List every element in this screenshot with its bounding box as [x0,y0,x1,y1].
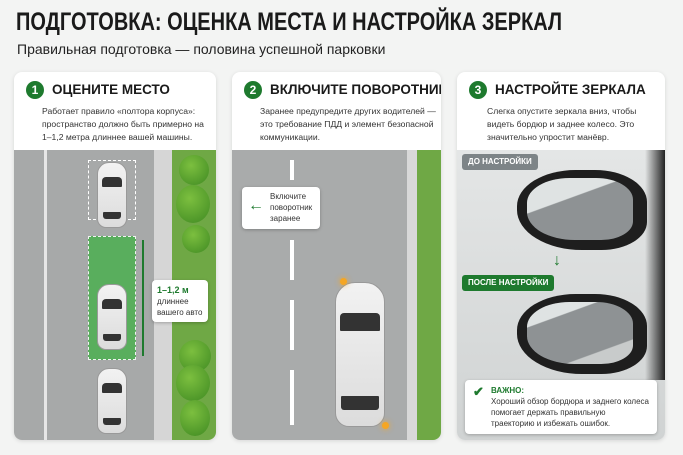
arrow-left-icon: ← [248,197,264,214]
step-title: ОЦЕНИТЕ МЕСТО [52,82,170,97]
turn-signal-callout: ← Включите поворотник заранее [242,187,320,229]
length-value: 1–1,2 м [157,285,189,295]
mirror-after [517,294,647,374]
note-title: ВАЖНО: [491,386,525,395]
length-callout: 1–1,2 м длиннее вашего авто [152,280,208,322]
arrow-down-icon: ↓ [553,252,561,269]
step-card-adjust-mirrors: 3 НАСТРОЙТЕ ЗЕРКАЛА Слегка опустите зерк… [457,72,665,440]
step-title: НАСТРОЙТЕ ЗЕРКАЛА [495,82,646,97]
step-number: 1 [26,81,44,99]
before-label: ДО НАСТРОЙКИ [462,154,538,170]
step-number: 3 [469,81,487,99]
checkmark-icon: ✔ [473,384,484,399]
step-description: Заранее предупредите других водителей — … [260,106,436,142]
step-description: Работает правило «полтора корпуса»: прос… [42,106,204,142]
turn-signal-light-icon [340,278,347,285]
step-card-assess-space: 1 ОЦЕНИТЕ МЕСТО Работает правило «полтор… [14,72,216,440]
step-card-turn-signal: 2 ВКЛЮЧИТЕ ПОВОРОТНИК Заранее предупреди… [232,72,441,440]
step-description: Слегка опустите зеркала вниз, чтобы виде… [487,106,637,142]
step-title: ВКЛЮЧИТЕ ПОВОРОТНИК [270,82,441,97]
after-label: ПОСЛЕ НАСТРОЙКИ [462,275,555,291]
own-car [97,284,127,350]
signaling-car [335,282,385,427]
length-arrow-icon [142,240,144,356]
parked-car-rear [97,368,127,434]
callout-text: Включите поворотник заранее [270,192,313,223]
page-subtitle: Правильная подготовка — половина успешно… [17,41,386,57]
page-title: ПОДГОТОВКА: ОЦЕНКА МЕСТА И НАСТРОЙКА ЗЕР… [16,8,563,36]
mirror-before [517,170,647,250]
length-text: длиннее вашего авто [157,297,203,317]
step-number: 2 [244,81,262,99]
important-note: ✔ ВАЖНО: Хороший обзор бордюра и заднего… [465,380,657,434]
turn-signal-illustration: ← Включите поворотник заранее [232,150,441,440]
note-text: Хороший обзор бордюра и заднего колеса п… [491,397,649,428]
parking-space-illustration: 1–1,2 м длиннее вашего авто [14,150,216,440]
parked-car-front [97,162,127,228]
turn-signal-light-icon [382,422,389,429]
mirror-adjustment-illustration: ДО НАСТРОЙКИ ↓ ПОСЛЕ НАСТРОЙКИ ✔ ВАЖНО: … [457,150,665,440]
